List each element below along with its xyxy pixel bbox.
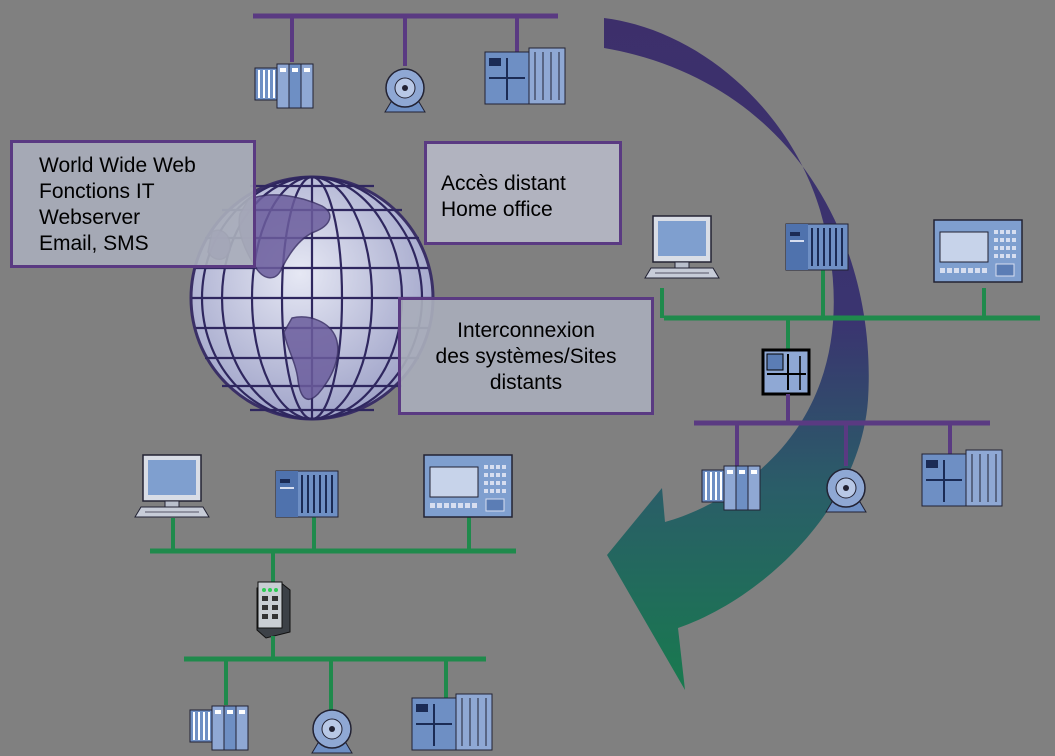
web-label-line: World Wide Web [39, 154, 196, 177]
interconnection-label-box: Interconnexion des systèmes/Sites distan… [398, 297, 654, 415]
plc-icon [921, 449, 1003, 507]
hmi-panel-icon [423, 454, 513, 518]
interconnect-label-line: Interconnexion [457, 319, 595, 342]
hmi-panel-icon [933, 219, 1023, 283]
remote-label-line: Accès distant [441, 172, 566, 195]
right-ethernet-network [644, 215, 1040, 396]
io-module-icon [254, 63, 314, 109]
top-industrial-network [253, 13, 566, 113]
bottom-ethernet-network [134, 454, 516, 754]
pc-icon [134, 454, 210, 518]
web-label-line: Fonctions IT [39, 180, 155, 203]
web-label-line: Email, SMS [39, 232, 149, 255]
plc-icon [785, 223, 849, 271]
io-module-icon [701, 465, 761, 511]
remote-label-line: Home office [441, 198, 553, 221]
plc-icon [411, 693, 493, 751]
gateway-icon [761, 348, 811, 396]
pc-icon [644, 215, 720, 279]
web-functions-label-box: World Wide Web Fonctions IT Webserver Em… [10, 140, 256, 268]
motor-icon [311, 709, 353, 754]
interconnect-label-line: distants [489, 371, 563, 394]
io-module-icon [189, 705, 249, 751]
curved-arrow [604, 18, 869, 690]
interconnect-label-line: des systèmes/Sites [435, 345, 617, 368]
plc-icon [484, 47, 566, 105]
switch-icon [256, 581, 291, 639]
motor-icon [384, 68, 426, 113]
plc-icon [275, 470, 339, 518]
remote-access-label-box: Accès distant Home office [424, 141, 622, 245]
motor-icon [825, 468, 867, 513]
web-label-line: Webserver [39, 206, 141, 229]
right-industrial-network [694, 394, 1003, 513]
